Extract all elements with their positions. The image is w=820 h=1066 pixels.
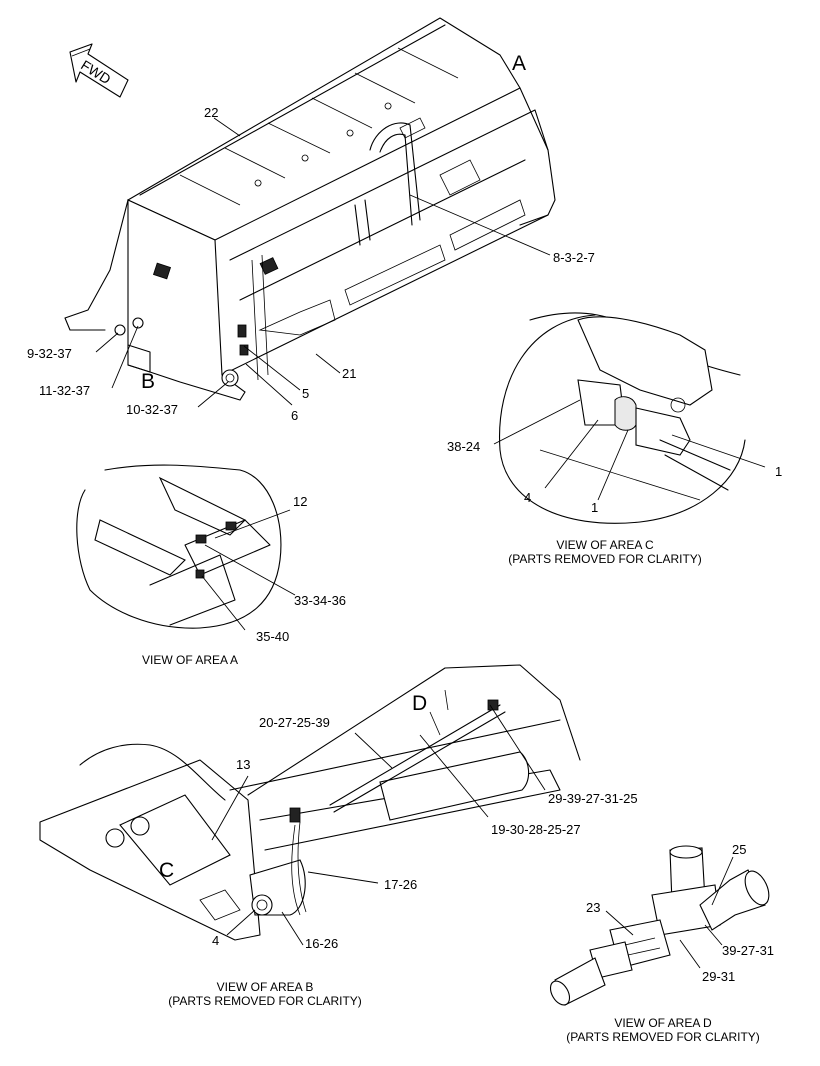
area-d-caption-note: (PARTS REMOVED FOR CLARITY) <box>566 1029 760 1044</box>
area-marker-a: A <box>512 52 527 75</box>
area-a-detail-view <box>76 464 296 631</box>
bucket-main-view <box>64 17 556 408</box>
callout-29-39-27-31-25: 29-39-27-31-25 <box>548 791 638 806</box>
area-b-detail-view <box>39 664 581 946</box>
callout-39-27-31: 39-27-31 <box>722 943 775 958</box>
area-d-detail-view <box>549 845 770 1006</box>
area-marker-b: B <box>141 370 156 393</box>
callout-8-3-2-7: 8-3-2-7 <box>553 250 595 265</box>
area-b-caption: VIEW OF AREA B (PARTS REMOVED FOR CLARIT… <box>155 980 375 1009</box>
callout-4-area-c: 4 <box>524 490 532 505</box>
callout-17-26: 17-26 <box>384 877 418 892</box>
callout-10-32-37: 10-32-37 <box>126 402 179 417</box>
callout-1-area-c-lower: 1 <box>591 500 599 515</box>
area-c-caption-title: VIEW OF AREA C <box>556 538 654 552</box>
callout-6: 6 <box>291 408 299 423</box>
callout-23: 23 <box>586 900 601 915</box>
callout-25: 25 <box>732 842 747 857</box>
callout-29-31: 29-31 <box>702 969 736 984</box>
callout-22: 22 <box>204 105 219 120</box>
callout-20-27-25-39: 20-27-25-39 <box>259 715 330 730</box>
fwd-arrow-icon <box>69 43 129 98</box>
callout-38-24: 38-24 <box>447 439 481 454</box>
area-c-caption-note: (PARTS REMOVED FOR CLARITY) <box>508 551 702 566</box>
area-a-caption: VIEW OF AREA A <box>141 653 239 667</box>
callout-33-34-36: 33-34-36 <box>294 593 347 608</box>
area-marker-c: C <box>159 859 175 882</box>
callout-5: 5 <box>302 386 310 401</box>
callout-19-30-28-25-27: 19-30-28-25-27 <box>491 822 581 837</box>
callout-4-area-b: 4 <box>212 933 220 948</box>
callout-13: 13 <box>236 757 251 772</box>
callout-21: 21 <box>342 366 357 381</box>
callout-1-area-c-right: 1 <box>775 464 783 479</box>
area-d-caption-title: VIEW OF AREA D <box>614 1016 712 1030</box>
area-b-caption-title: VIEW OF AREA B <box>216 980 314 994</box>
area-b-caption-note: (PARTS REMOVED FOR CLARITY) <box>168 993 362 1008</box>
area-c-caption: VIEW OF AREA C (PARTS REMOVED FOR CLARIT… <box>505 538 705 567</box>
callout-35-40: 35-40 <box>256 629 290 644</box>
callout-9-32-37: 9-32-37 <box>27 346 72 361</box>
callout-16-26: 16-26 <box>305 936 339 951</box>
callout-12: 12 <box>293 494 308 509</box>
area-c-detail-view <box>493 312 766 524</box>
area-marker-d: D <box>412 692 428 715</box>
area-d-caption: VIEW OF AREA D (PARTS REMOVED FOR CLARIT… <box>553 1016 773 1045</box>
callout-11-32-37: 11-32-37 <box>39 383 91 398</box>
